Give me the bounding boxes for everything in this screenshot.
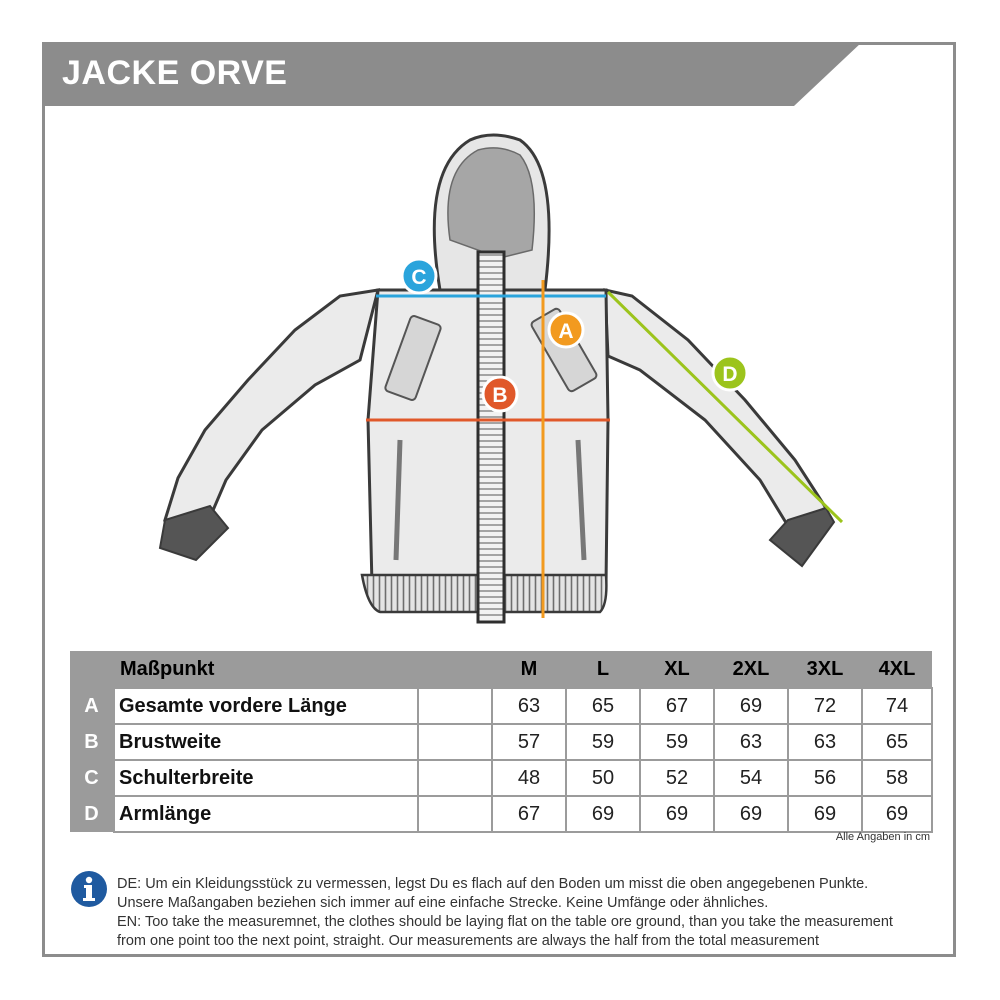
left-sleeve [158,288,381,562]
value-cell: 50 [565,759,641,797]
info-text: DE: Um ein Kleidungsstück zu vermessen, … [117,875,937,951]
value-cell: 69 [787,795,863,833]
size-header: M [492,651,566,688]
size-header: L [566,651,640,688]
value-cell: 69 [565,795,641,833]
front-zipper [476,250,506,624]
value-cell: 59 [565,723,641,761]
value-cell: 69 [713,795,789,833]
header-label: Maßpunkt [114,651,492,688]
table-row: D Armlänge 67 69 69 69 69 69 [70,795,933,833]
value-cell: 63 [713,723,789,761]
value-cell: 67 [639,687,715,725]
left-chest-pocket [384,315,442,401]
row-name: Brustweite [113,723,419,761]
hood [432,133,551,292]
svg-text:D: D [722,363,737,386]
value-cell: 65 [861,723,933,761]
row-letter: D [70,796,114,832]
size-header: 3XL [788,651,862,688]
table-row: A Gesamte vordere Länge 63 65 67 69 72 7… [70,687,933,725]
right-side-pocket [575,439,587,561]
row-name: Gesamte vordere Länge [113,687,419,725]
header-spacer [70,651,114,688]
value-cell: 74 [861,687,933,725]
row-blank-cell [417,723,493,761]
left-side-pocket [393,439,403,561]
info-line: Unsere Maßangaben beziehen sich immer au… [117,895,769,911]
row-letter: A [70,688,114,724]
value-cell: 52 [639,759,715,797]
value-cell: 59 [639,723,715,761]
row-blank-cell [417,687,493,725]
marker-c: C [400,257,438,295]
measure-line-d [606,290,844,524]
value-cell: 48 [491,759,567,797]
value-cell: 69 [639,795,715,833]
table-row: C Schulterbreite 48 50 52 54 56 58 [70,759,933,797]
title-bar-shape [42,42,862,106]
marker-d: D [711,354,749,392]
value-cell: 63 [491,687,567,725]
page-title: JACKE ORVE [62,54,288,92]
size-header: 4XL [862,651,932,688]
size-header: XL [640,651,714,688]
row-letter: B [70,724,114,760]
value-cell: 69 [861,795,933,833]
right-sleeve [603,288,836,568]
value-cell: 58 [861,759,933,797]
row-blank-cell [417,759,493,797]
value-cell: 69 [713,687,789,725]
value-cell: 65 [565,687,641,725]
value-cell: 54 [713,759,789,797]
info-icon [71,871,107,907]
row-name: Schulterbreite [113,759,419,797]
info-line: EN: Too take the measuremnet, the clothe… [117,914,893,930]
row-blank-cell [417,795,493,833]
value-cell: 63 [787,723,863,761]
row-letter: C [70,760,114,796]
unit-note: Alle Angaben in cm [835,831,930,843]
size-header: 2XL [714,651,788,688]
jacket-illustration: A B C D [158,133,844,624]
value-cell: 72 [787,687,863,725]
value-cell: 57 [491,723,567,761]
marker-b: B [481,375,519,413]
svg-text:B: B [492,384,507,407]
size-table: Maßpunkt M L XL 2XL 3XL 4XL A Gesamte vo… [70,651,933,833]
marker-a: A [547,311,585,349]
info-line: from one point too the next point, strai… [117,933,819,949]
svg-text:A: A [558,320,573,343]
table-row: B Brustweite 57 59 59 63 63 65 [70,723,933,761]
value-cell: 56 [787,759,863,797]
title-bar: JACKE ORVE [42,42,862,106]
info-line: DE: Um ein Kleidungsstück zu vermessen, … [117,876,869,892]
table-header-row: Maßpunkt M L XL 2XL 3XL 4XL [70,651,932,688]
row-name: Armlänge [113,795,419,833]
svg-text:C: C [411,266,426,289]
value-cell: 67 [491,795,567,833]
